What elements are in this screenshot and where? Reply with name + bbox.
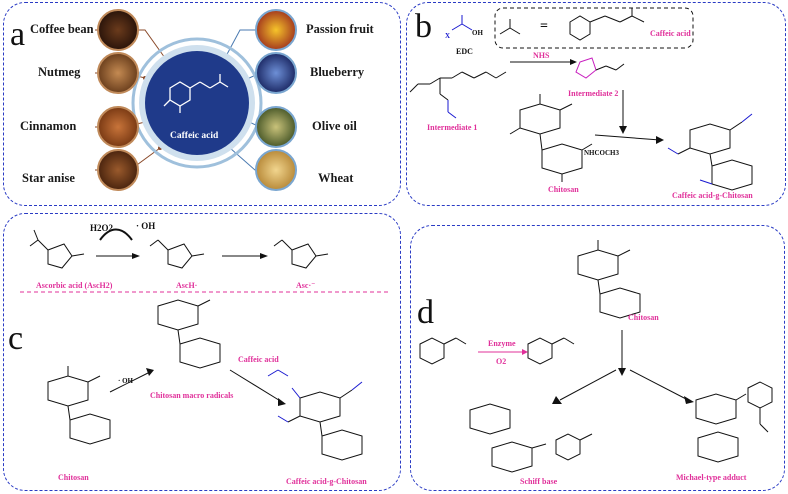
b-product-label: Caffeic acid-g-Chitosan xyxy=(672,191,753,200)
d-chitosan-label: Chitosan xyxy=(628,313,659,322)
c-h2o2-label: H2O2 xyxy=(90,223,114,233)
c-asch-label: AscH· xyxy=(176,281,198,290)
c-oh-radical-arrow: · OH xyxy=(118,377,133,385)
b-equals: = xyxy=(540,19,548,34)
b-oh-label: OH xyxy=(472,29,483,37)
coffee-bean-image xyxy=(97,9,139,51)
panel-c-frame xyxy=(3,213,401,491)
food-label-passion-fruit: Passion fruit xyxy=(306,22,374,36)
panel-d-label: d xyxy=(417,294,434,331)
food-label-star-anise: Star anise xyxy=(22,171,75,185)
panel-b-label: b xyxy=(415,8,432,45)
panel-a-label: a xyxy=(10,16,26,53)
c-caffeic-acid-label: Caffeic acid xyxy=(238,355,279,364)
caffeic-acid-center-label: Caffeic acid xyxy=(170,131,219,141)
star-anise-image xyxy=(97,149,139,191)
olive-oil-image xyxy=(255,106,297,148)
c-macro-label: Chitosan macro radicals xyxy=(150,391,234,400)
panel-d-frame xyxy=(410,225,785,491)
d-schiff-label: Schiff base xyxy=(520,477,558,486)
panel-c-label: c xyxy=(8,320,24,357)
food-label-coffee-bean: Coffee bean xyxy=(30,22,94,36)
cinnamon-image xyxy=(97,106,139,148)
c-product-label: Caffeic acid-g-Chitosan xyxy=(286,477,367,486)
d-michael-label: Michael-type adduct xyxy=(676,473,747,482)
panel-b-frame xyxy=(406,2,786,206)
b-edc-label: EDC xyxy=(456,47,473,56)
panel-a-frame xyxy=(3,2,401,206)
b-x-label: X xyxy=(445,32,451,40)
b-chitosan-label: Chitosan xyxy=(548,185,579,194)
food-label-nutmeg: Nutmeg xyxy=(38,65,81,79)
wheat-image xyxy=(255,149,297,191)
b-intermediate1-label: Intermediate 1 xyxy=(427,123,478,132)
passion-fruit-image xyxy=(255,9,297,51)
food-label-blueberry: Blueberry xyxy=(310,65,365,79)
blueberry-image xyxy=(255,52,297,94)
c-chitosan-label: Chitosan xyxy=(58,473,89,482)
b-nhs-label: NHS xyxy=(533,51,550,60)
food-label-wheat: Wheat xyxy=(318,171,354,185)
nutmeg-image xyxy=(97,52,139,94)
c-asc-label: Asc·⁻ xyxy=(296,281,316,290)
b-nhcoch3-label: NHCOCH3 xyxy=(584,149,619,157)
c-ascorbic-label: Ascorbic acid (AscH2) xyxy=(36,281,113,290)
b-caffeic-acid-label: Caffeic acid xyxy=(650,29,691,38)
food-label-olive-oil: Olive oil xyxy=(312,119,357,133)
b-intermediate2-label: Intermediate 2 xyxy=(568,89,619,98)
d-o2-label: O2 xyxy=(496,357,507,366)
d-enzyme-label: Enzyme xyxy=(488,339,516,348)
food-label-cinnamon: Cinnamon xyxy=(20,119,77,133)
c-oh-radical-top: · OH xyxy=(136,221,156,231)
